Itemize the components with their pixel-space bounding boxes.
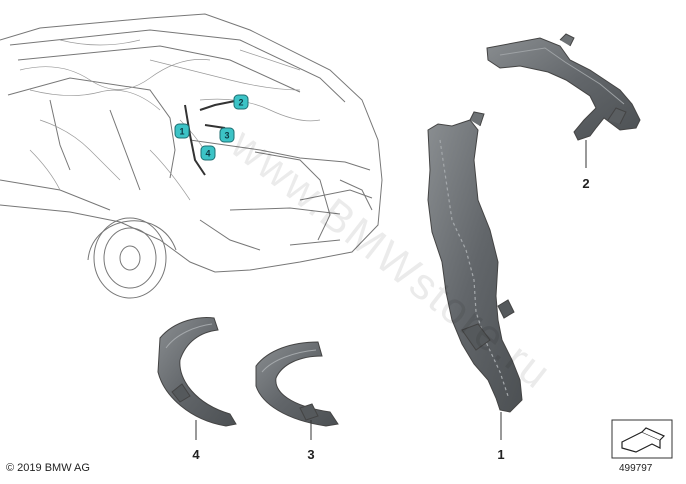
badge-4-label: 4	[205, 149, 210, 159]
wiring-harness-illustration	[19, 39, 321, 201]
badge-3-label: 3	[224, 131, 229, 141]
part-1-duct	[427, 111, 523, 413]
callout-3: 3	[307, 447, 314, 462]
diagram-number: 499797	[619, 463, 653, 474]
callout-4: 4	[192, 447, 200, 462]
arrow-view-icon	[611, 419, 673, 459]
badge-1-label: 1	[179, 127, 184, 137]
badge-2-label: 2	[238, 98, 243, 108]
badge-2: 2	[233, 94, 249, 110]
badge-1: 1	[174, 123, 190, 139]
callout-1: 1	[497, 447, 504, 462]
part-4-duct	[157, 317, 237, 427]
vehicle-illustration	[0, 13, 383, 299]
installed-duct-highlight	[184, 99, 241, 176]
part-2-duct	[486, 33, 641, 141]
badge-3: 3	[219, 127, 235, 143]
copyright-text: © 2019 BMW AG	[6, 462, 90, 474]
callout-2: 2	[582, 176, 589, 191]
part-3-duct	[255, 341, 339, 427]
badge-4: 4	[200, 145, 216, 161]
